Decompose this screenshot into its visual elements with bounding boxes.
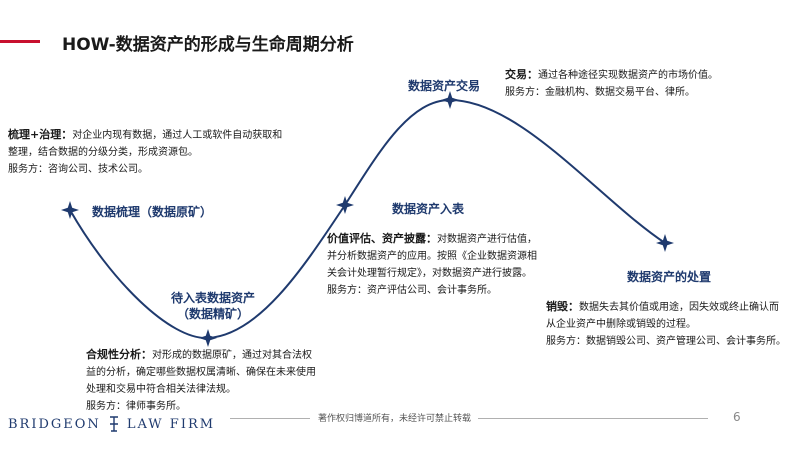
block-valuation-line1: 对数据资产进行估值， — [437, 234, 537, 245]
block-destruction-line1: 数据失去其价值或用途，因失效或终止确认而 — [579, 302, 779, 313]
footer-copyright: 著作权归博道所有，未经许可禁止转载 — [318, 414, 472, 424]
star-marker-dispose — [656, 234, 674, 252]
page-title: HOW-数据资产的形成与生命周期分析 — [62, 35, 354, 55]
page-number: 6 — [733, 410, 741, 424]
star-marker-trade — [441, 91, 459, 109]
block-trading-line1: 通过各种途径实现数据资产的市场价值。 — [538, 70, 718, 81]
block-governance-head: 梳理+治理： — [8, 128, 73, 141]
block-trading: 交易：通过各种途径实现数据资产的市场价值。 服务方：金融机构、数据交易平台、律所… — [505, 66, 718, 101]
block-destruction-line3: 服务方：数据销毁公司、资产管理公司、会计事务所。 — [546, 336, 786, 347]
block-valuation-line2: 并分析数据资产的应用。按照《企业数据资源相 — [327, 251, 537, 262]
firm-logo: BRIDGEON LAW FIRM — [8, 414, 215, 434]
node-label-pending-line2: （数据精矿） — [176, 307, 249, 321]
node-label-pending: 待入表数据资产 （数据精矿） — [158, 290, 268, 322]
node-label-entry: 数据资产入表 — [392, 202, 465, 216]
node-label-pending-line1: 待入表数据资产 — [170, 291, 255, 305]
block-valuation-line3: 关会计处理暂行规定》，对数据资产进行披露。 — [327, 268, 532, 279]
block-destruction: 销毁：数据失去其价值或用途，因失效或终止确认而 从企业资产中删除或销毁的过程。 … — [546, 298, 786, 350]
block-compliance-line2: 益的分析，确定哪些数据权属清晰、确保在未来使用 — [86, 367, 316, 378]
block-governance-line2: 整理，结合数据的分级分类，形成资源包。 — [8, 147, 198, 158]
block-compliance-line4: 服务方：律师事务所。 — [86, 401, 186, 412]
block-valuation: 价值评估、资产披露：对数据资产进行估值， 并分析数据资产的应用。按照《企业数据资… — [327, 230, 537, 299]
logo-text-right: LAW FIRM — [126, 416, 216, 432]
block-compliance: 合规性分析：对形成的数据原矿，通过对其合法权 益的分析，确定哪些数据权属清晰、确… — [86, 346, 316, 415]
block-trading-head: 交易： — [505, 68, 538, 81]
block-destruction-line2: 从企业资产中删除或销毁的过程。 — [546, 319, 696, 330]
block-valuation-head: 价值评估、资产披露： — [327, 232, 437, 245]
block-governance-line1: 对企业内现有数据，通过人工或软件自动获取和 — [72, 130, 283, 141]
logo-text-left: BRIDGEON — [8, 416, 101, 432]
footer-divider-left — [230, 418, 310, 419]
title-accent-bar — [0, 40, 40, 43]
block-trading-line2: 服务方：金融机构、数据交易平台、律所。 — [505, 87, 695, 98]
block-compliance-line3: 处理和交易中符合相关法律法规。 — [86, 384, 236, 395]
star-marker-entry — [336, 196, 354, 214]
star-marker-sort — [61, 201, 79, 219]
footer-divider-right — [478, 418, 708, 419]
node-label-sort: 数据梳理（数据原矿） — [92, 205, 213, 219]
node-label-dispose: 数据资产的处置 — [627, 270, 712, 284]
block-destruction-head: 销毁： — [546, 300, 579, 313]
block-compliance-head: 合规性分析： — [86, 348, 152, 361]
block-compliance-line1: 对形成的数据原矿，通过对其合法权 — [152, 350, 312, 361]
block-governance-line3: 服务方：咨询公司、技术公司。 — [8, 164, 148, 175]
block-governance: 梳理+治理：对企业内现有数据，通过人工或软件自动获取和 整理，结合数据的分级分类… — [8, 126, 282, 178]
node-label-trade: 数据资产交易 — [408, 79, 481, 93]
block-valuation-line4: 服务方：资产评估公司、会计事务所。 — [327, 285, 497, 296]
logo-mark-icon — [109, 416, 118, 432]
star-marker-pending — [199, 329, 217, 347]
